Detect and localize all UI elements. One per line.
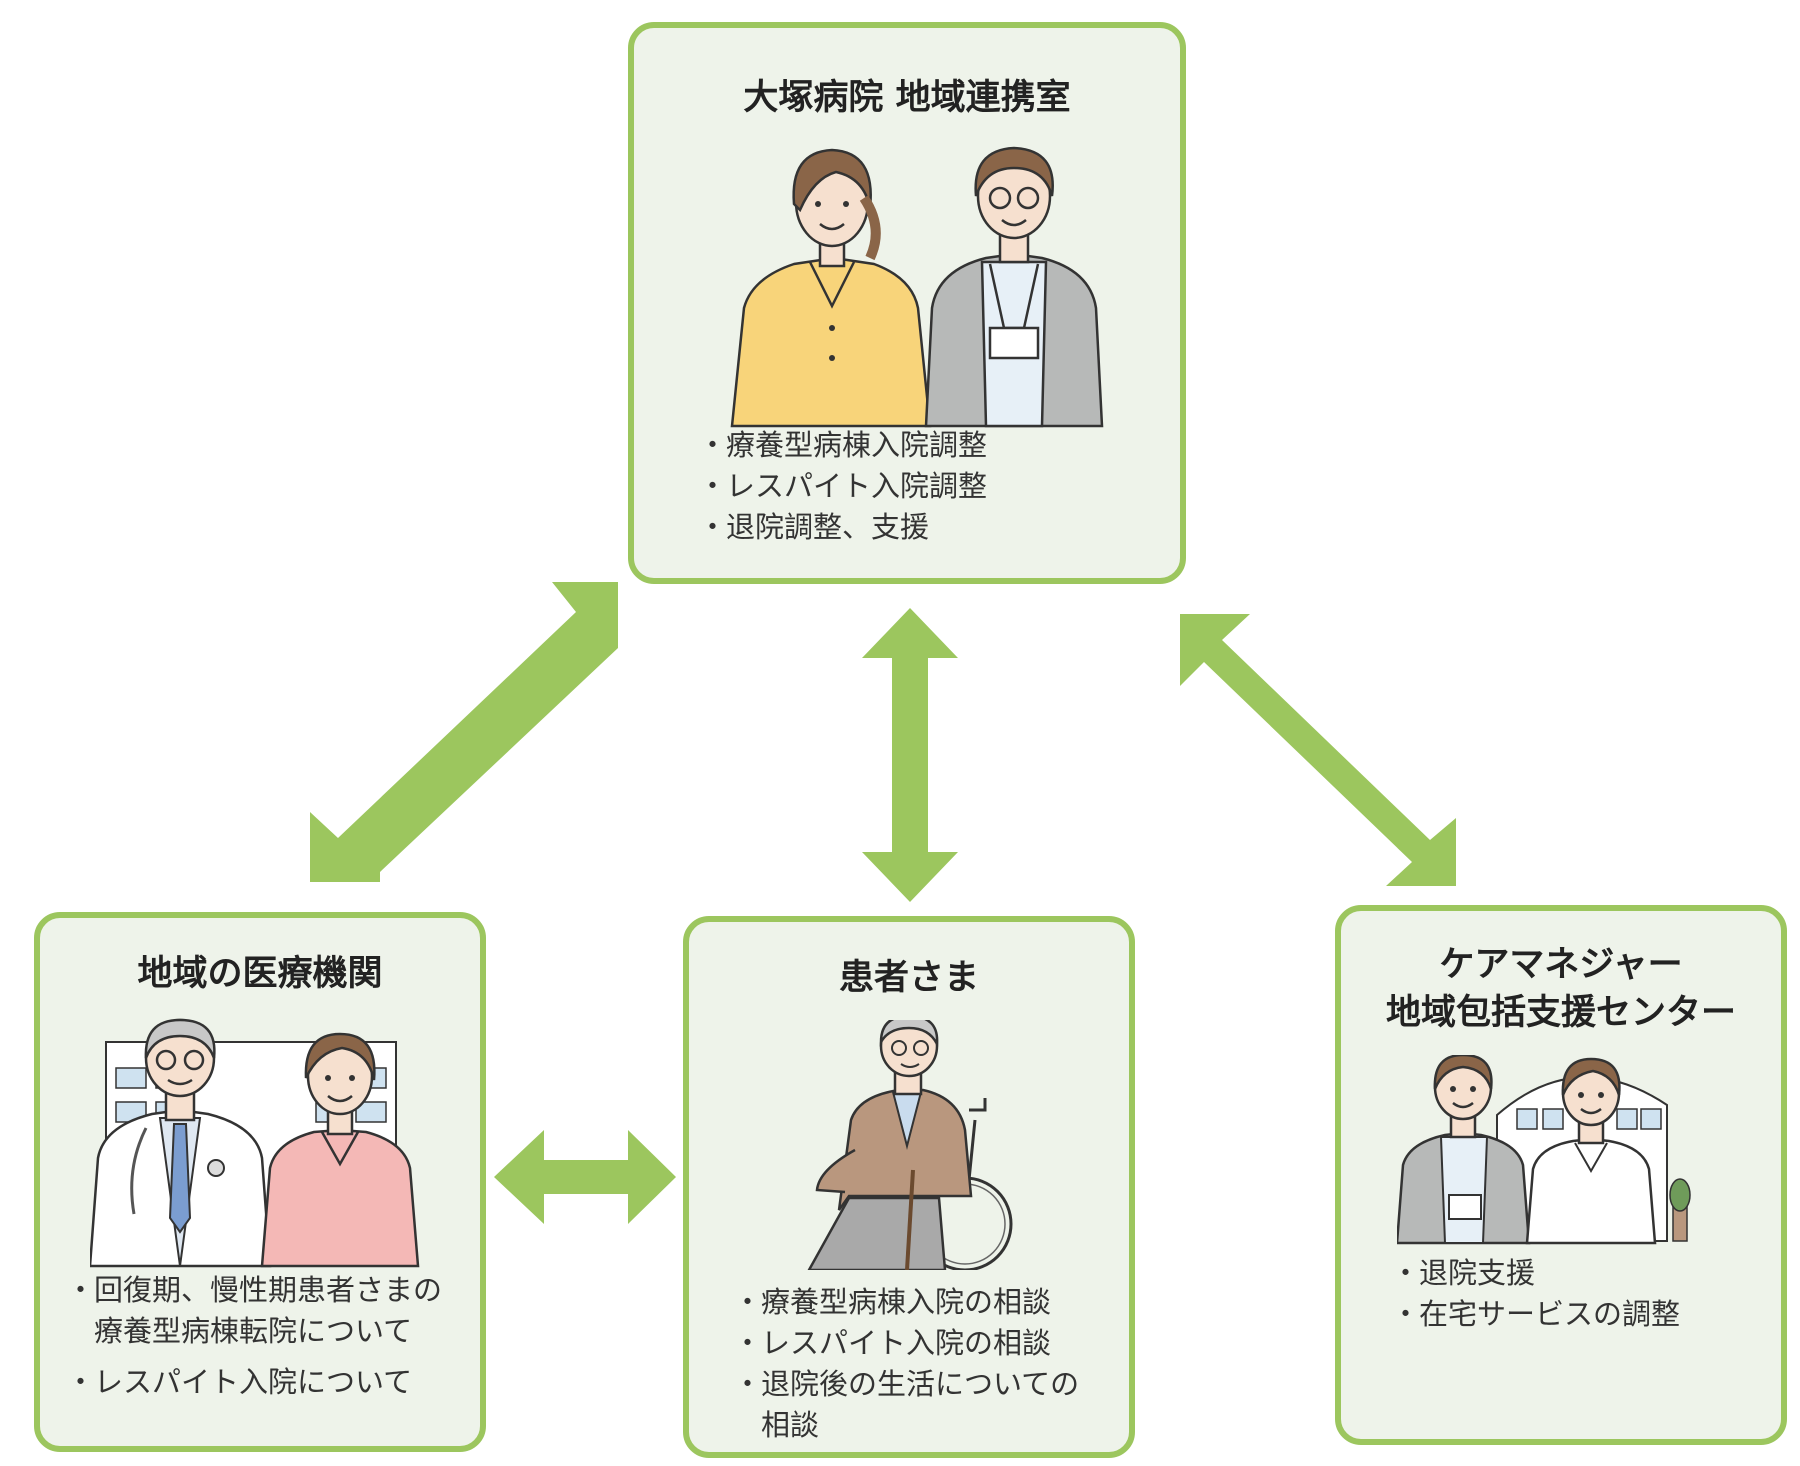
care-manager-title-line1: ケアマネジャー (1439, 945, 1683, 985)
patient-title: 患者さま (838, 958, 979, 998)
care-manager-list: ・退院支援 ・在宅サービスの調整 (1391, 1253, 1680, 1335)
nurse-figure (260, 1032, 420, 1268)
list-item: ・回復期、慢性期患者さまの 療養型病棟転院について (66, 1273, 443, 1348)
elderly-patient-figure (807, 1020, 973, 1270)
list-item: ・療養型病棟入院調整 (698, 428, 988, 462)
care-worker-figure (1525, 1057, 1657, 1245)
hospital-office-title: 大塚病院 地域連携室 (743, 78, 1071, 118)
list-item: ・退院支援 (1391, 1256, 1536, 1290)
arrow-office-caremanager (1180, 614, 1456, 886)
hospital-office-list: ・療養型病棟入院調整 ・レスパイト入院調整 ・退院調整、支援 (698, 425, 987, 548)
list-item: ・レスパイト入院について (66, 1365, 413, 1399)
arrow-medical-patient (494, 1130, 676, 1224)
medical-institutions-title: 地域の医療機関 (137, 954, 383, 994)
list-item: ・療養型病棟入院の相談 (733, 1285, 1052, 1319)
patient-box: 患者さま ・療養型病棟入院の相談 ・レスパイト入院の相談 ・退院後の生活について… (683, 916, 1135, 1458)
medical-institutions-box: 地域の医療機関 (34, 912, 486, 1452)
care-manager-title: ケアマネジャー 地域包括支援センター (1341, 941, 1781, 1037)
doctor-nurse-illustration (90, 1018, 420, 1268)
patient-wheelchair-illustration (807, 1020, 1013, 1270)
hospital-office-box: 大塚病院 地域連携室 ・療養型病棟入院調整 (628, 22, 1186, 584)
staff-illustration (730, 146, 1104, 428)
arrow-office-medical (310, 582, 618, 882)
doctor-figure (90, 1018, 272, 1268)
medical-institutions-list: ・回復期、慢性期患者さまの 療養型病棟転院について ・レスパイト入院について (66, 1270, 442, 1403)
list-item: ・レスパイト入院の相談 (733, 1326, 1052, 1360)
care-manager-box: ケアマネジャー 地域包括支援センター (1335, 905, 1787, 1445)
male-staff-figure (924, 146, 1104, 428)
care-manager-figure (1397, 1055, 1531, 1245)
care-manager-title-line2: 地域包括支援センター (1385, 993, 1736, 1033)
arrow-office-patient (862, 608, 958, 902)
list-item: ・レスパイト入院調整 (698, 469, 988, 503)
female-staff-figure (730, 148, 932, 428)
patient-list: ・療養型病棟入院の相談 ・レスパイト入院の相談 ・退院後の生活についての 相談 (733, 1282, 1079, 1446)
list-item: ・在宅サービスの調整 (1391, 1297, 1681, 1331)
list-item: ・退院後の生活についての 相談 (733, 1367, 1080, 1442)
care-staff-illustration (1397, 1055, 1691, 1245)
list-item: ・退院調整、支援 (698, 510, 930, 544)
